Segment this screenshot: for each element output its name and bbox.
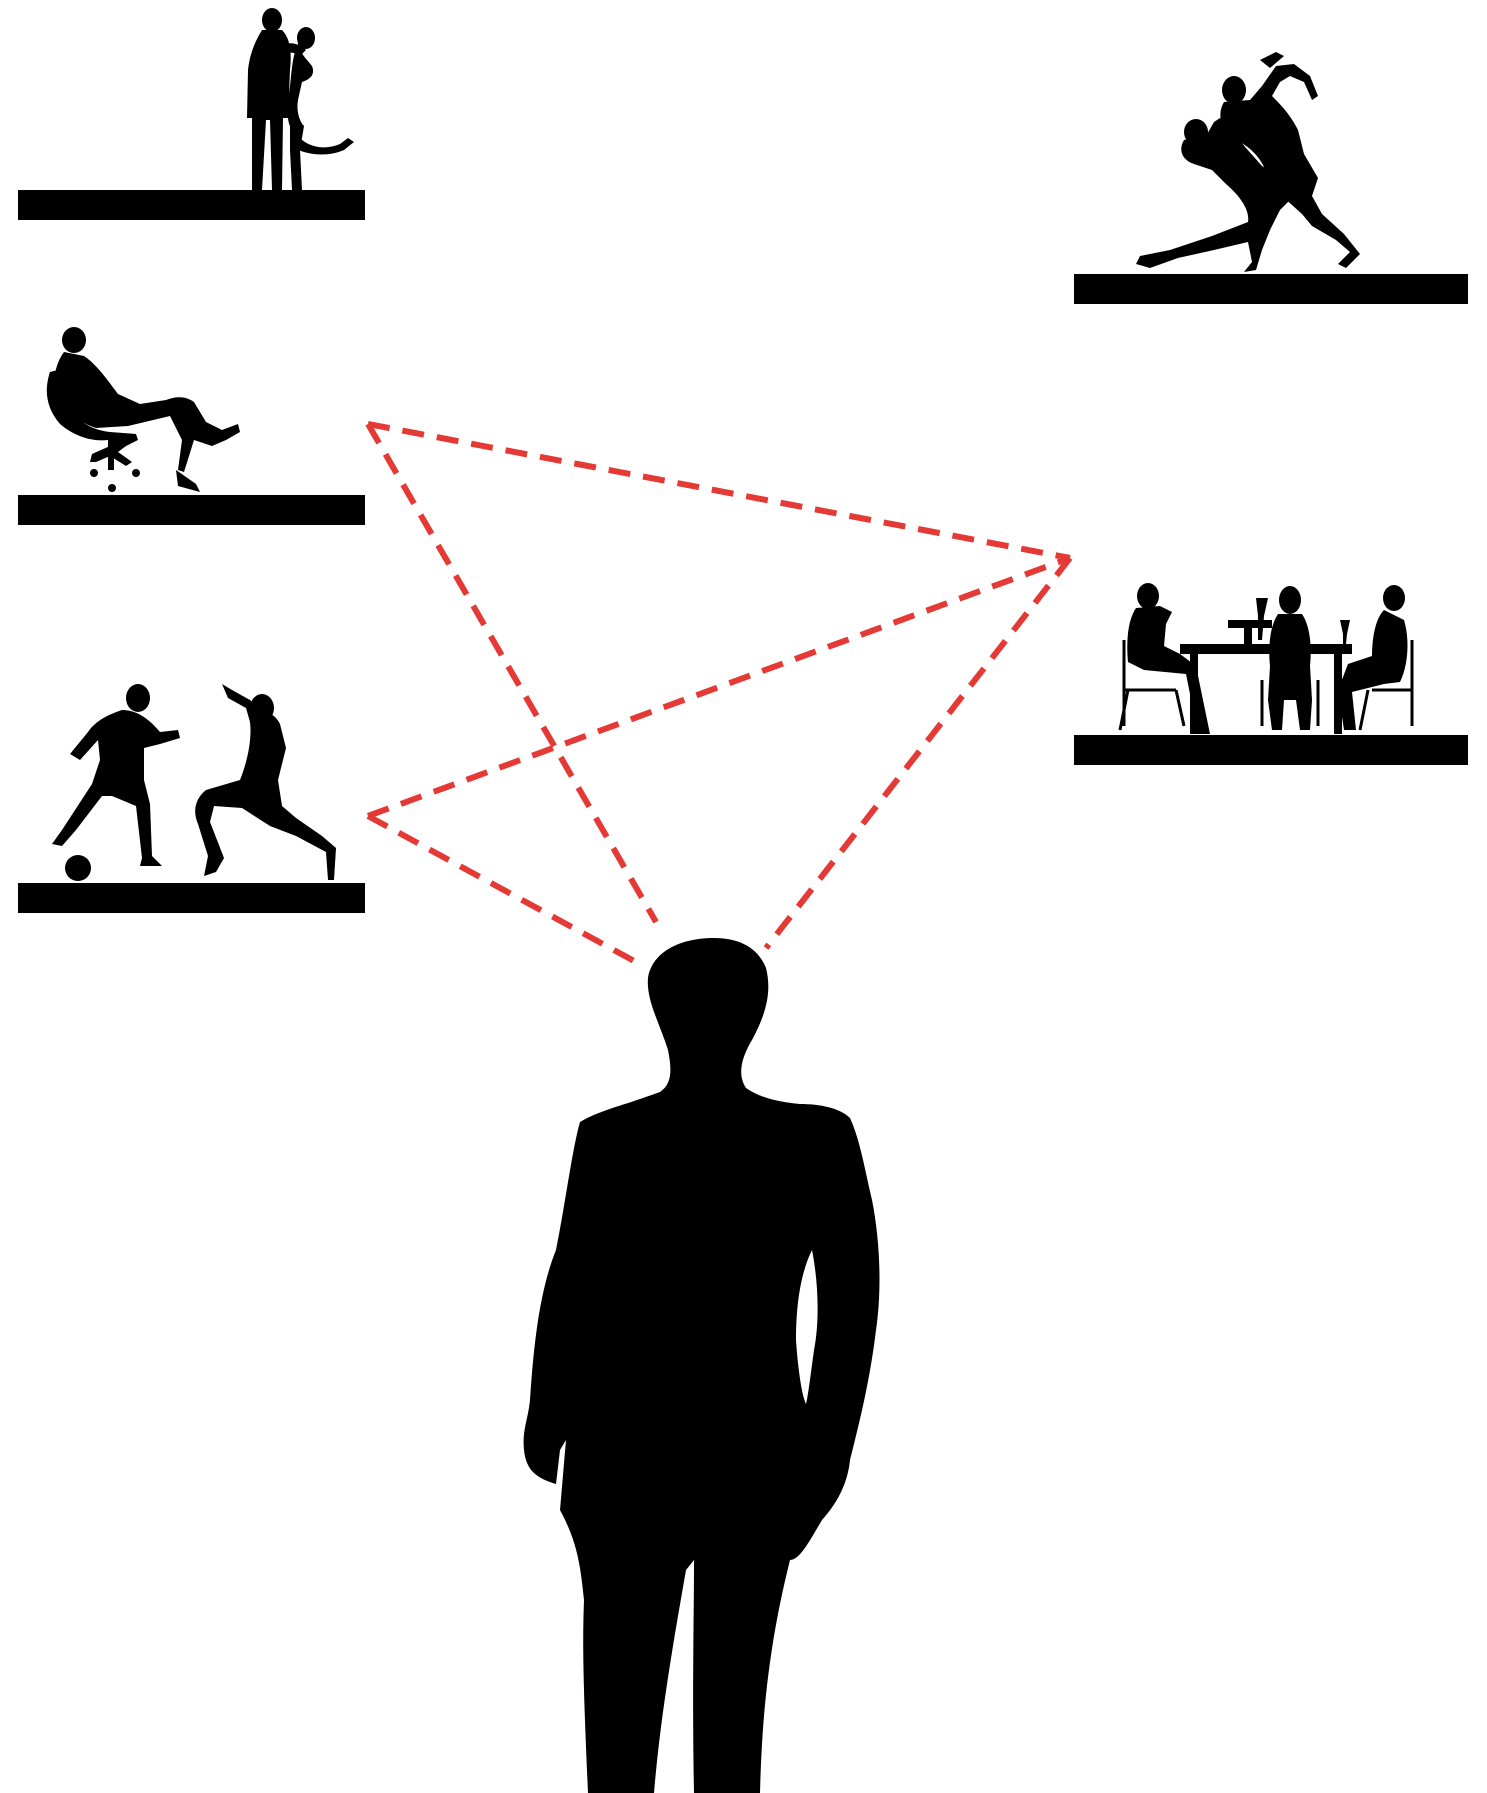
connector-office-to-tango xyxy=(368,424,1070,558)
shelf-relaxing-office xyxy=(18,495,365,525)
kissing-couple-icon xyxy=(247,8,354,190)
football-players-icon xyxy=(52,684,336,881)
connector-office-to-viewer xyxy=(368,424,656,922)
connector-football-to-tango xyxy=(368,558,1070,816)
connector-tango-to-viewer xyxy=(766,558,1070,948)
shelf-dinner-with-friends xyxy=(1074,735,1468,765)
dinner-table-icon xyxy=(1120,583,1412,734)
standing-man-silhouette-icon xyxy=(524,938,880,1793)
connectors xyxy=(368,424,1070,962)
connector-football-to-viewer xyxy=(368,816,636,962)
dancing-couple-icon xyxy=(1136,52,1360,272)
shelf-tango-dancing xyxy=(1074,274,1468,304)
shelf-playing-football xyxy=(18,883,365,913)
shelf-couple-kissing xyxy=(18,190,365,220)
businessman-reclining-chair-icon xyxy=(47,327,240,492)
